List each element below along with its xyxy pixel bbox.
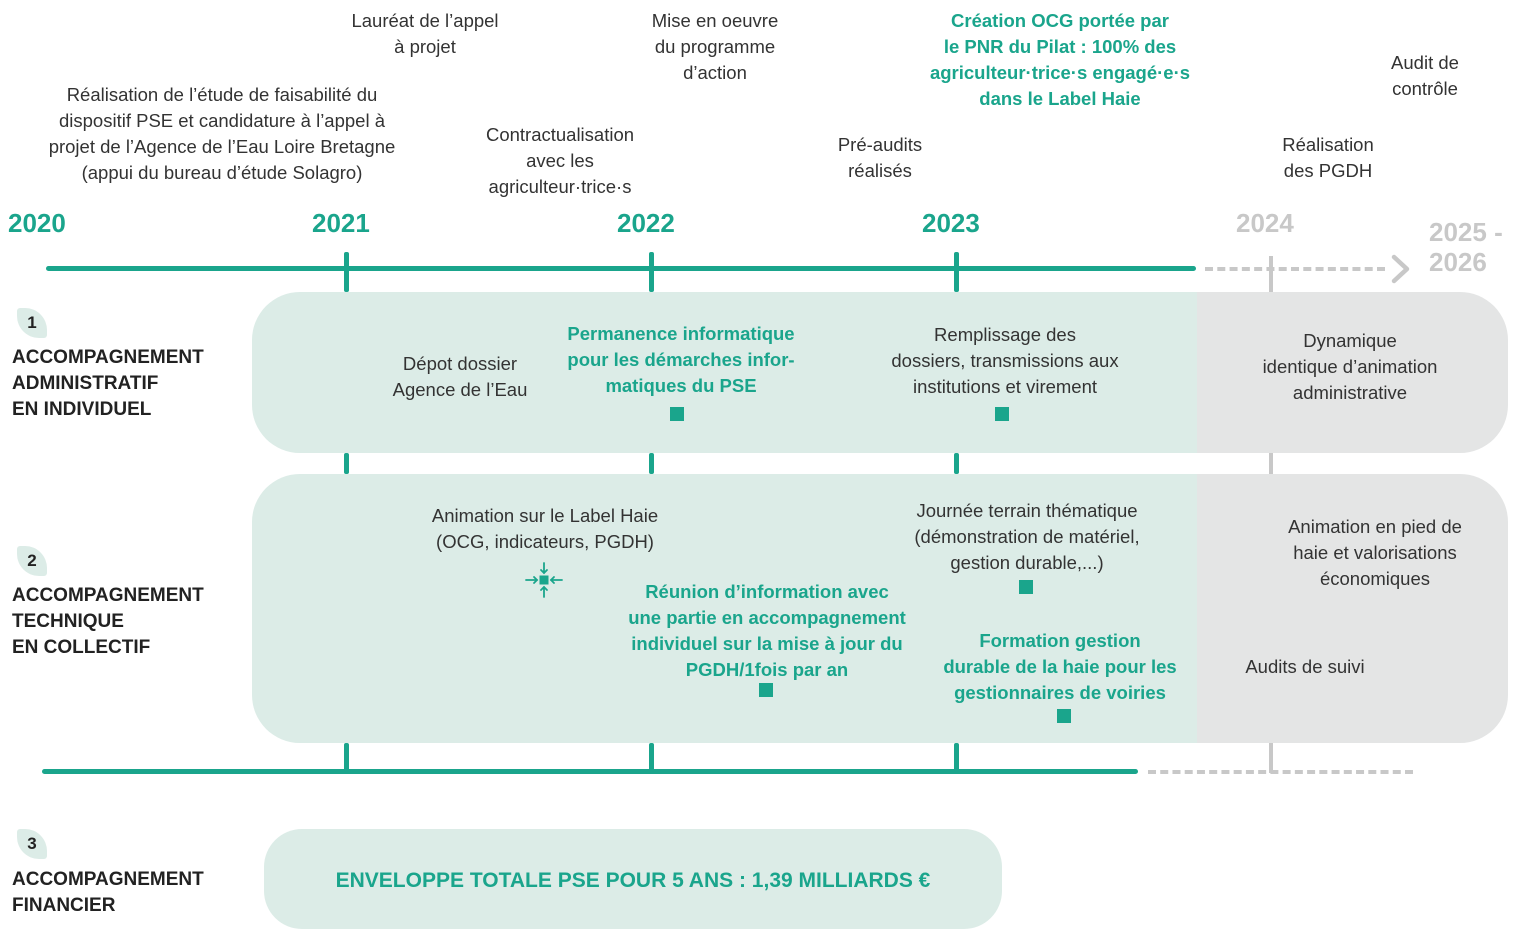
item-animation-pied-haie: Animation en pied de haie et valorisatio… bbox=[1288, 516, 1462, 589]
item-dynamique: Dynamique identique d’animation administ… bbox=[1262, 330, 1438, 403]
tick-2021-mid bbox=[344, 453, 349, 474]
milestone-mise: Mise en oeuvre du programme d’action bbox=[651, 10, 779, 83]
item-audits-suivi: Audits de suivi bbox=[1245, 656, 1365, 677]
item-depot-dossier: Dépot dossier Agence de l’Eau bbox=[392, 353, 528, 400]
milestone-ocg: Création OCG portée par le PNR du Pilat … bbox=[929, 10, 1191, 109]
tick-2021-top bbox=[344, 252, 349, 292]
milestone-study: Réalisation de l’étude de faisabilité du… bbox=[48, 84, 396, 183]
axis3-title: ACCOMPAGNEMENT FINANCIER bbox=[12, 869, 204, 916]
square-marker-icon bbox=[1057, 709, 1071, 723]
axis2-panel bbox=[252, 474, 1252, 743]
arrow-right-icon bbox=[1391, 254, 1410, 284]
axis1-panel bbox=[252, 292, 1252, 453]
milestone-audit: Audit de contrôle bbox=[1391, 52, 1459, 99]
year-2021: 2021 bbox=[312, 208, 370, 238]
item-reunion-information: Réunion d’information avec une partie en… bbox=[628, 581, 906, 680]
converge-arrows-icon bbox=[525, 562, 563, 598]
timeline-bottom-dashed bbox=[1148, 770, 1413, 774]
axis2-future-panel bbox=[1197, 474, 1508, 743]
tick-2023-top bbox=[954, 252, 959, 292]
milestone-preaudits: Pré-audits réalisés bbox=[837, 134, 923, 181]
year-2025-2026: 2025 - 2026 bbox=[1429, 217, 1503, 277]
item-formation-gestion: Formation gestion durable de la haie pou… bbox=[943, 630, 1177, 703]
axis1-title: ACCOMPAGNEMENT ADMINISTRATIF EN INDIVIDU… bbox=[12, 347, 204, 420]
tick-2023-bottom bbox=[954, 743, 959, 773]
item-remplissage: Remplissage des dossiers, transmissions … bbox=[891, 324, 1119, 397]
timeline-top-line bbox=[46, 266, 1196, 271]
tick-2024-top bbox=[1269, 256, 1273, 292]
milestone-pgdh: Réalisation des PGDH bbox=[1282, 134, 1374, 181]
tick-2024-mid bbox=[1269, 453, 1273, 474]
milestone-laureat: Lauréat de l’appel à projet bbox=[351, 10, 499, 57]
tick-2023-mid bbox=[954, 453, 959, 474]
square-marker-icon bbox=[759, 683, 773, 697]
year-2024: 2024 bbox=[1236, 208, 1294, 238]
axis2-title: ACCOMPAGNEMENT TECHNIQUE EN COLLECTIF bbox=[12, 585, 204, 658]
timeline-top-dashed bbox=[1205, 267, 1385, 271]
item-permanence: Permanence informatique pour les démarch… bbox=[567, 323, 795, 396]
year-2023: 2023 bbox=[922, 208, 980, 238]
tick-2021-bottom bbox=[344, 743, 349, 773]
square-marker-icon bbox=[1019, 580, 1033, 594]
milestone-contract: Contractualisation avec les agriculteur·… bbox=[485, 124, 635, 197]
year-2022: 2022 bbox=[617, 208, 675, 238]
axis2-badge: 2 bbox=[17, 546, 47, 576]
square-marker-icon bbox=[670, 407, 684, 421]
item-journee-terrain: Journée terrain thématique (démonstratio… bbox=[914, 500, 1140, 573]
tick-2022-mid bbox=[649, 453, 654, 474]
tick-2022-bottom bbox=[649, 743, 654, 773]
axis3-panel bbox=[264, 829, 1002, 929]
axis1-future-panel bbox=[1197, 292, 1508, 453]
square-marker-icon bbox=[995, 407, 1009, 421]
tick-2022-top bbox=[649, 252, 654, 292]
axis3-badge: 3 bbox=[17, 829, 47, 859]
year-2020: 2020 bbox=[8, 208, 66, 238]
axis1-badge: 1 bbox=[17, 308, 47, 338]
item-animation-label-haie: Animation sur le Label Haie (OCG, indica… bbox=[431, 505, 659, 552]
tick-2024-bottom bbox=[1269, 743, 1273, 773]
budget-total: ENVELOPPE TOTALE PSE POUR 5 ANS : 1,39 M… bbox=[335, 869, 931, 892]
timeline-bottom-line bbox=[42, 769, 1138, 774]
